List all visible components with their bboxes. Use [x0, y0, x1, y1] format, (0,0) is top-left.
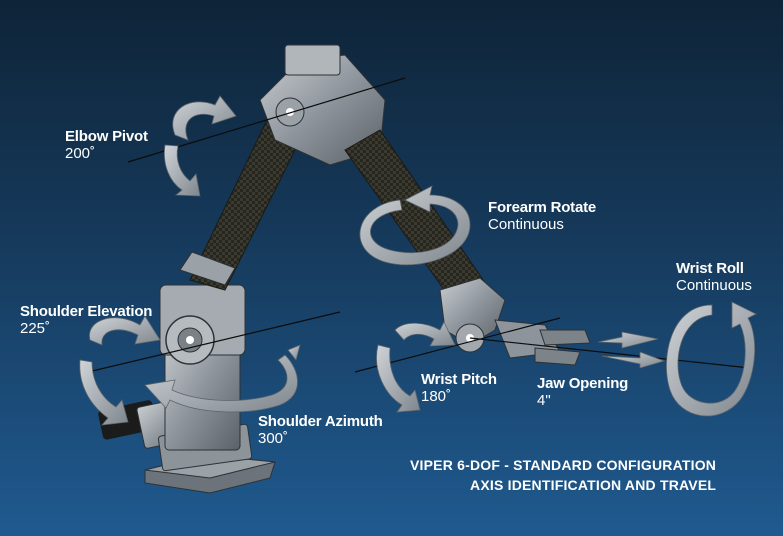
- forearm-rotate-travel: Continuous: [488, 216, 564, 234]
- caption-line-1: VIPER 6-DOF - STANDARD CONFIGURATION: [410, 457, 717, 473]
- shoulder-azimuth-travel: 300˚: [258, 430, 289, 448]
- jaw-opening-name: Jaw Opening: [537, 375, 629, 392]
- wrist-pitch-travel: 180˚: [421, 388, 452, 406]
- wrist-roll-axis-line: [469, 337, 751, 369]
- wrist-roll-name: Wrist Roll: [676, 260, 744, 277]
- forearm-rotate-name: Forearm Rotate: [488, 199, 597, 216]
- forearm-rotate-arrow: [359, 185, 471, 266]
- shoulder-elevation-travel: 225˚: [20, 320, 51, 338]
- shoulder-elevation-name: Shoulder Elevation: [20, 303, 153, 320]
- rotation-arrows: [79, 95, 757, 426]
- label-shoulder-azimuth: Shoulder Azimuth 300˚: [258, 413, 383, 448]
- label-forearm-rotate: Forearm Rotate Continuous: [488, 199, 596, 234]
- shoulder-axis-line: [87, 311, 341, 373]
- wrist-roll-arrow: [597, 301, 757, 417]
- shoulder-pedestal: [159, 284, 246, 451]
- elbow-pivot-arrow: [163, 95, 237, 197]
- wrist-roll-travel: Continuous: [676, 277, 752, 295]
- label-elbow-pivot: Elbow Pivot 200˚: [65, 128, 148, 163]
- jaw-opening-travel: 4": [537, 392, 551, 410]
- shoulder-azimuth-arrow: [144, 344, 301, 413]
- elbow-pivot-name: Elbow Pivot: [65, 128, 148, 145]
- caption-line-2: AXIS IDENTIFICATION AND TRAVEL: [470, 477, 717, 494]
- wrist-pitch-arrow: [376, 321, 456, 413]
- shoulder-azimuth-name: Shoulder Azimuth: [258, 413, 383, 430]
- elbow-pivot-travel: 200˚: [65, 145, 96, 163]
- wrist-pitch-name: Wrist Pitch: [421, 371, 497, 388]
- shoulder-elevation-arrow: [79, 315, 161, 426]
- elbow-housing: [259, 44, 386, 166]
- label-wrist-pitch: Wrist Pitch 180˚: [421, 371, 497, 406]
- gripper: [534, 329, 591, 366]
- diagram-caption: VIPER 6-DOF - STANDARD CONFIGURATION AXI…: [410, 455, 716, 496]
- label-jaw-opening: Jaw Opening 4": [537, 375, 628, 410]
- label-wrist-roll: Wrist Roll Continuous: [676, 260, 752, 295]
- label-shoulder-elevation: Shoulder Elevation 225˚: [20, 303, 152, 338]
